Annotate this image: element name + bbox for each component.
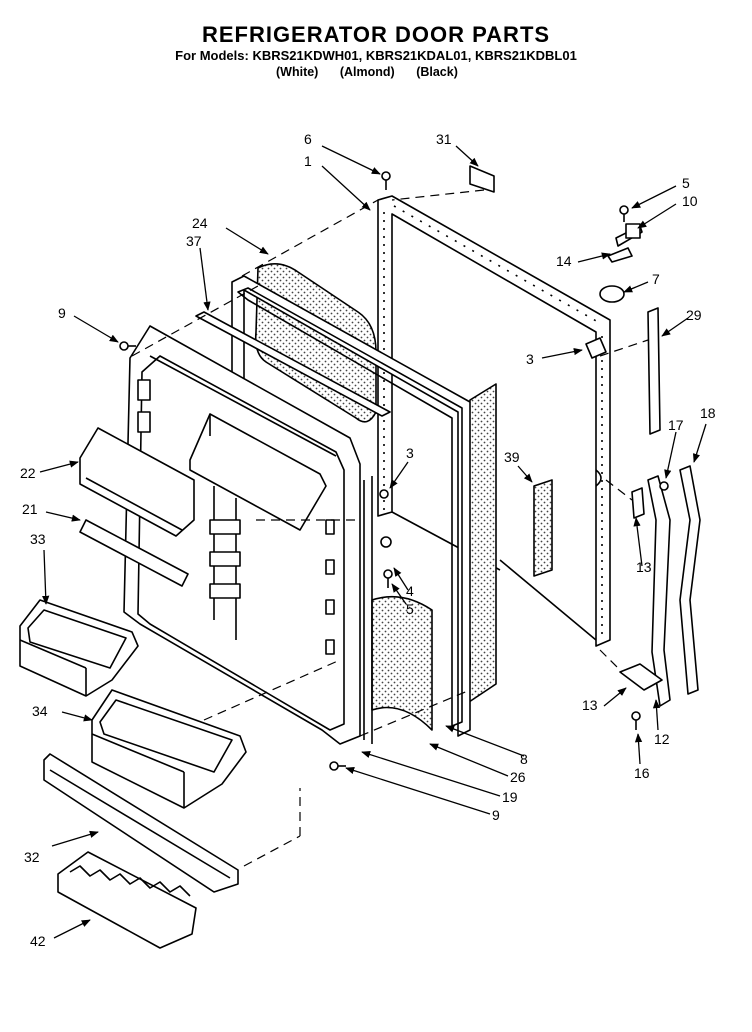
color-black: (Black) xyxy=(416,65,458,79)
inner-door-liner xyxy=(123,325,361,745)
callout-4: 4 xyxy=(406,583,414,599)
callout-42: 42 xyxy=(30,933,46,949)
callout-8: 8 xyxy=(520,751,528,767)
callout-9: 9 xyxy=(58,305,66,321)
color-white: (White) xyxy=(276,65,319,79)
color-variants: (White) (Almond) (Black) xyxy=(276,65,496,79)
door-bin-33 xyxy=(19,599,139,697)
callout-6: 6 xyxy=(304,131,312,147)
callout-26: 26 xyxy=(510,769,526,785)
callout-3-lower: 3 xyxy=(406,445,414,461)
callout-10: 10 xyxy=(682,193,698,209)
egg-tray xyxy=(57,851,197,949)
callout-leaders xyxy=(39,145,707,939)
callout-13-lower: 13 xyxy=(582,697,598,713)
callout-24: 24 xyxy=(192,215,208,231)
color-almond: (Almond) xyxy=(339,65,395,79)
callout-18: 18 xyxy=(700,405,716,421)
callout-17: 17 xyxy=(668,417,684,433)
callout-1: 1 xyxy=(304,153,312,169)
page-title: REFRIGERATOR DOOR PARTS xyxy=(201,22,551,47)
callout-3-upper: 3 xyxy=(526,351,534,367)
callout-5-lower: 5 xyxy=(406,601,414,617)
callout-33: 33 xyxy=(30,531,46,547)
door-bin-34 xyxy=(91,689,247,809)
callout-37: 37 xyxy=(186,233,202,249)
callout-32: 32 xyxy=(24,849,40,865)
callout-29: 29 xyxy=(686,307,702,323)
callout-31: 31 xyxy=(436,131,452,147)
trim-rod xyxy=(195,311,391,417)
callout-9-lower: 9 xyxy=(492,807,500,823)
dairy-compartment xyxy=(189,413,327,531)
dairy-door xyxy=(79,427,195,537)
callout-14: 14 xyxy=(556,253,572,269)
screw-fasteners xyxy=(119,171,669,771)
callout-12: 12 xyxy=(654,731,670,747)
alignment-lines xyxy=(131,189,649,867)
callout-22: 22 xyxy=(20,465,36,481)
callout-5: 5 xyxy=(682,175,690,191)
callout-39: 39 xyxy=(504,449,520,465)
callout-labels: 6 1 31 5 10 24 37 14 7 9 29 3 17 18 3 39… xyxy=(20,131,716,949)
hinge-assembly xyxy=(469,165,701,707)
dairy-rail xyxy=(79,519,189,587)
model-list: For Models: KBRS21KDWH01, KBRS21KDAL01, … xyxy=(175,48,577,63)
callout-21: 21 xyxy=(22,501,38,517)
callout-13-upper: 13 xyxy=(636,559,652,575)
callout-16: 16 xyxy=(634,765,650,781)
shelf-rail xyxy=(43,753,239,893)
callout-19: 19 xyxy=(502,789,518,805)
callout-34: 34 xyxy=(32,703,48,719)
callout-7: 7 xyxy=(652,271,660,287)
